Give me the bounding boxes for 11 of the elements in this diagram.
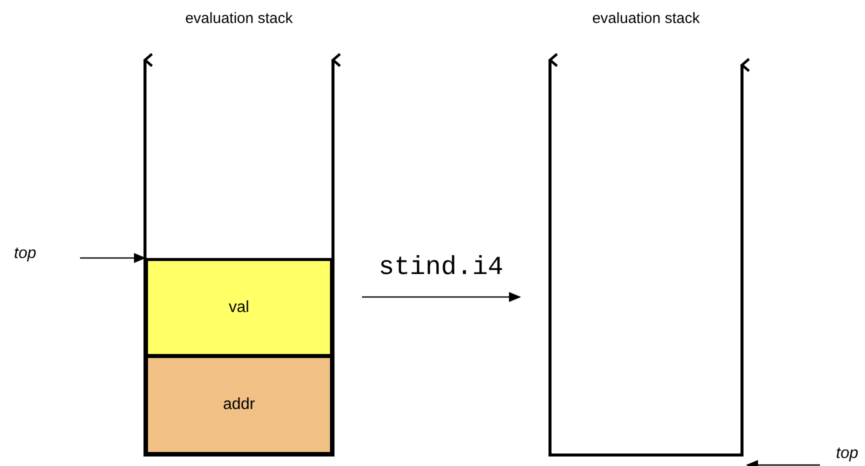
arrow [80,253,146,263]
pointer-label: top [14,245,36,263]
slot-label: val [228,298,250,316]
stack-heading: evaluation stack [591,10,701,27]
arrow [746,460,820,466]
pointer-label: top [836,445,858,463]
slot-label: addr [222,396,256,414]
stack-heading: evaluation stack [184,10,294,27]
arrow [362,292,521,302]
stack-slot [145,258,333,357]
stack-slot [145,355,333,455]
